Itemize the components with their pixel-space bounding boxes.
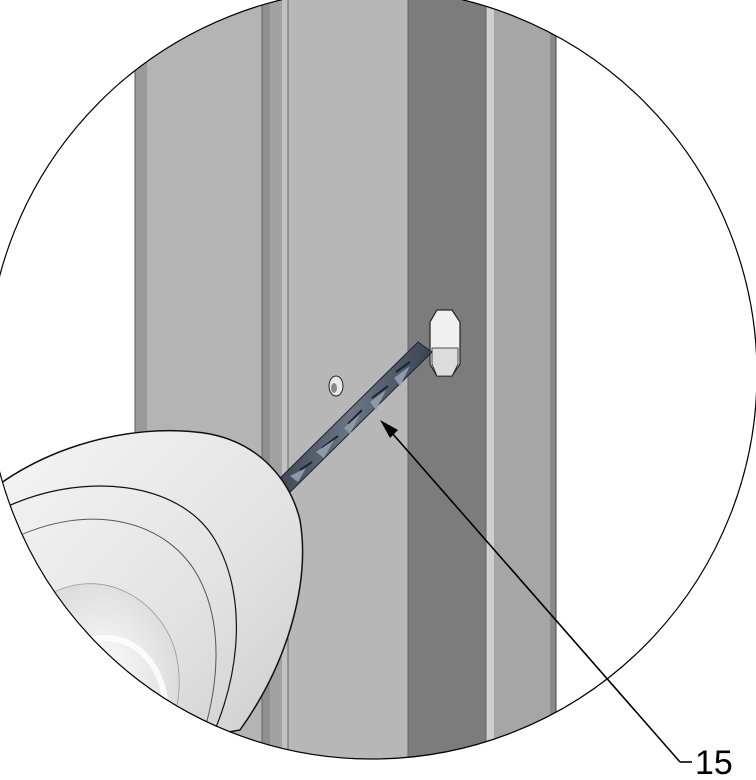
- round-hole-shadow: [331, 383, 337, 393]
- detail-content: [0, 0, 557, 759]
- leader-arrowhead: [380, 420, 398, 438]
- leader-line: [380, 420, 692, 763]
- slot-hole: [429, 309, 461, 377]
- drill-bit: [269, 341, 433, 501]
- callout-number-15: 15: [695, 744, 733, 780]
- detail-circle-outline: [0, 0, 756, 760]
